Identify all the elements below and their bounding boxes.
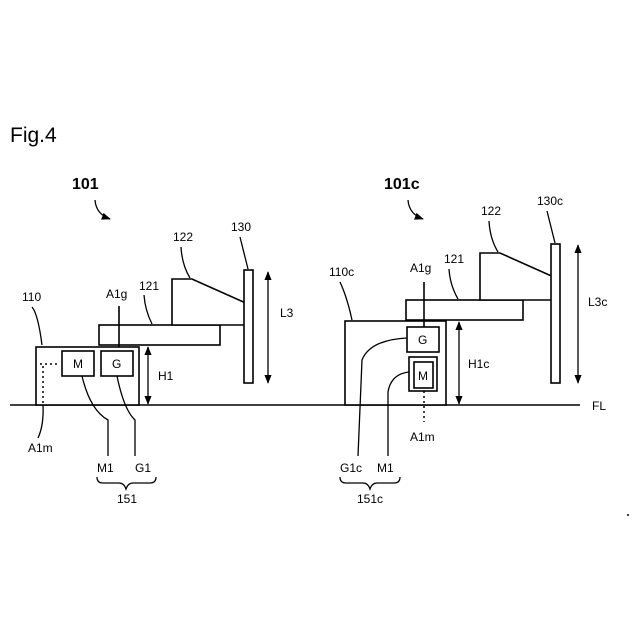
motor-box-left-label: M xyxy=(73,357,83,371)
gear-box-left-label: G xyxy=(112,357,121,371)
arm-122-left xyxy=(172,279,248,325)
base-110c-leader xyxy=(340,282,352,320)
arm-121-left-leader xyxy=(144,295,152,324)
robot-101-label: 101 xyxy=(72,176,99,193)
shaft-130c-label: 130c xyxy=(537,194,563,208)
arm-121-left-label: 121 xyxy=(139,279,159,293)
axis-A1g-right-label: A1g xyxy=(410,261,431,275)
arm-122-right-label: 122 xyxy=(481,204,501,218)
robot-101-leader-arrow xyxy=(95,200,110,219)
base-110-leader xyxy=(32,307,42,345)
motor-M1-label: M1 xyxy=(97,461,114,475)
base-110-label: 110 xyxy=(22,290,41,304)
robot-101c: 101c 110c 121 122 130c L3c A1g G M A1m xyxy=(329,176,607,506)
shaft-130c-leader xyxy=(547,211,555,243)
shaft-130-leader xyxy=(240,237,248,269)
group-151c-label: 151c xyxy=(357,492,383,506)
dim-L3-label: L3 xyxy=(280,306,294,320)
base-110c-label: 110c xyxy=(329,265,354,279)
dim-H1-label: H1 xyxy=(158,369,174,383)
group-151-label: 151 xyxy=(117,492,137,506)
gear-G1c-label: G1c xyxy=(340,461,362,475)
axis-A1m-left-leader xyxy=(38,405,43,438)
gear-G1-label: G1 xyxy=(135,461,151,475)
arm-122-right-leader xyxy=(489,221,498,252)
motor-box-right-label: M xyxy=(418,369,428,383)
dim-L3c-label: L3c xyxy=(588,295,607,309)
arm-121-right-label: 121 xyxy=(444,252,464,266)
group-151-brace xyxy=(97,477,156,489)
dim-H1c-label: H1c xyxy=(468,357,489,371)
arm-122-left-leader xyxy=(181,247,190,278)
arm-122-left-label: 122 xyxy=(173,230,193,244)
gear-box-right-label: G xyxy=(418,333,427,347)
shaft-130c xyxy=(551,244,560,383)
axis-A1m-left-label: A1m xyxy=(28,441,53,455)
axis-A1m-right-label: A1m xyxy=(410,430,435,444)
shaft-130-label: 130 xyxy=(231,220,251,234)
floor-label: FL xyxy=(592,399,606,413)
shaft-130 xyxy=(244,270,253,383)
arm-122-right xyxy=(480,253,556,300)
stray-dot xyxy=(627,514,629,516)
motor-M1-right-label: M1 xyxy=(377,461,394,475)
robot-101: 101 110 121 122 130 L3 A1g M G A1m xyxy=(22,176,294,506)
robot-101c-label: 101c xyxy=(384,176,420,193)
figure-title: Fig.4 xyxy=(10,124,57,147)
arm-121-right-leader xyxy=(449,269,458,299)
group-151c-brace xyxy=(340,477,400,489)
robot-101c-leader-arrow xyxy=(408,200,423,219)
axis-A1g-left-label: A1g xyxy=(106,287,127,301)
arm-121-left xyxy=(99,325,220,345)
